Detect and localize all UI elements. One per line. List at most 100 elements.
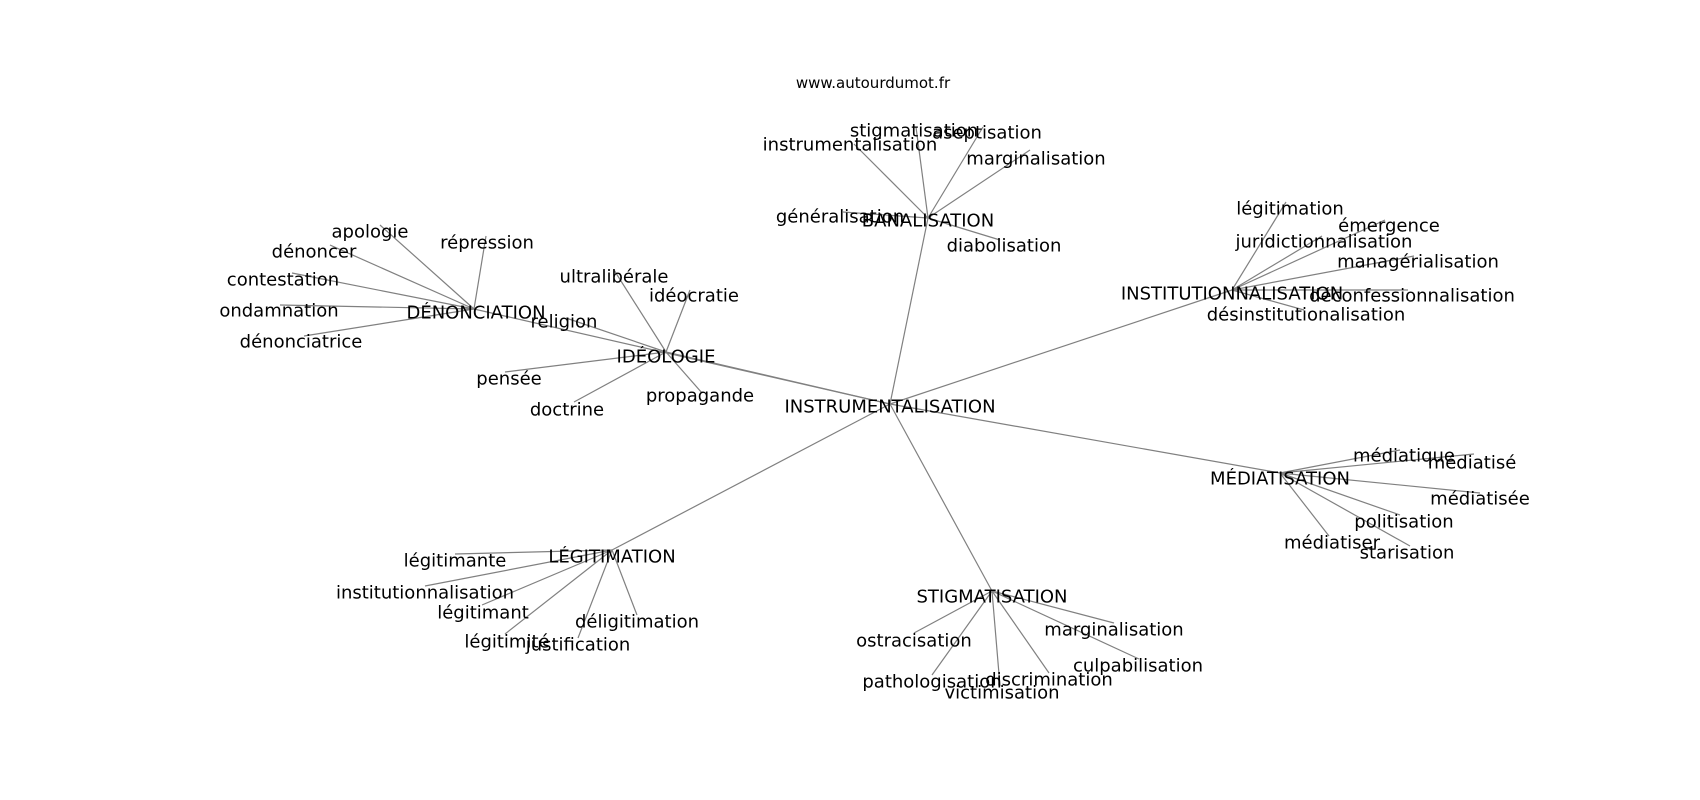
edge-stigmatisation-discrimination [991,590,1050,674]
hub-node-ideologie: IDÉOLOGIE [617,346,716,368]
edge-center-stigmatisation [889,403,993,592]
leaf-node-ideologie-ultraliberale: ultralibérale [560,267,669,288]
leaf-node-banalisation-aseptisation: aseptisation [932,123,1042,144]
edge-mediatisation-mediatique [1279,449,1401,474]
leaf-node-ideologie-ideocratie: idéocratie [649,286,739,307]
hub-node-mediatisation: MÉDIATISATION [1210,468,1350,490]
leaf-node-institutionnalisation-legitimation: légitimation [1236,199,1344,220]
leaf-node-legitimation-institutionnalisation: institutionnalisation [336,583,514,604]
leaf-node-legitimation-legitimant: légitimant [437,603,529,624]
edge-banalisation-stigmatisation [915,126,929,219]
edge-ideologie-religion [565,317,667,353]
edge-mediatisation-starisation [1279,472,1411,547]
leaf-node-banalisation-stigmatisation: stigmatisation [850,121,978,142]
leaf-node-denonciation-ondamnation: ondamnation [219,301,338,322]
hub-node-institutionnalisation: INSTITUTIONNALISATION [1121,284,1343,305]
center-node-label: INSTRUMENTALISATION [784,397,995,418]
leaf-node-institutionnalisation-managerialisation: managérialisation [1337,252,1499,273]
edge-center-institutionnalisation [889,289,1233,405]
leaf-node-mediatisation-politisation: politisation [1354,512,1453,533]
edge-ideologie-ultraliberale [613,269,667,353]
edge-legitimation-institutionnalisation [424,549,613,587]
edge-ideologie-ideocratie [665,289,691,353]
leaf-node-stigmatisation-culpabilisation: culpabilisation [1073,656,1203,677]
leaf-node-legitimation-legitimante: légitimante [404,551,507,572]
leaf-node-legitimation-legitimite: légitimité [464,632,549,653]
edge-denonciation-denoncer [329,244,475,310]
edge-center-legitimation [611,403,891,551]
edge-institutionnalisation-managerialisation [1231,255,1415,291]
leaf-node-banalisation-generalisation: généralisation [776,207,904,228]
edge-stigmatisation-victimisation [991,590,1001,687]
leaf-node-mediatisation-mediatisee: médiatisée [1430,489,1530,510]
hub-node-banalisation: BANALISATION [862,211,994,232]
hub-node-legitimation: LÉGITIMATION [548,546,675,568]
edge-banalisation-instrumentalisation [853,143,929,219]
edge-banalisation-aseptisation [927,126,984,219]
edge-mediatisation-politisation [1279,472,1401,516]
edge-institutionnalisation-legitimation [1231,201,1287,291]
leaf-node-institutionnalisation-desinstitutionalisation: désinstitutionalisation [1207,305,1406,326]
leaf-node-stigmatisation-discrimination: discrimination [985,670,1113,691]
edge-denonciation-repression [473,235,487,310]
leaf-node-stigmatisation-pathologisation: pathologisation [862,672,1001,693]
edge-center-banalisation [889,217,929,405]
leaf-node-mediatisation-mediatise: médiatisé [1428,453,1517,474]
hub-node-stigmatisation: STIGMATISATION [916,587,1067,608]
edge-stigmatisation-marginalisation [991,590,1115,624]
leaf-node-institutionnalisation-emergence: émergence [1338,216,1440,237]
edge-stigmatisation-culpabilisation [991,590,1140,660]
edge-denonciation-contestation [291,272,475,310]
leaf-node-ideologie-propagande: propagande [646,386,754,407]
edge-denonciation-apologie [379,224,475,310]
edge-ideologie-propagande [665,351,703,394]
leaf-node-stigmatisation-ostracisation: ostracisation [856,631,972,652]
source-credit: www.autourdumot.fr [796,74,951,92]
leaf-node-mediatisation-starisation: starisation [1360,543,1455,564]
leaf-node-ideologie-pensee: pensée [476,369,541,390]
edge-center-mediatisation [889,403,1281,474]
leaf-node-denonciation-denoncer: dénoncer [272,242,357,263]
leaf-node-legitimation-deligitimation: déligitimation [575,612,699,633]
leaf-node-banalisation-marginalisation: marginalisation [966,149,1105,170]
edge-denonciation-ondamnation [279,304,475,310]
leaf-node-institutionnalisation-deconfessionnalisation: déconfessionnalisation [1309,286,1515,307]
leaf-node-denonciation-denonciatrice: dénonciatrice [240,332,363,353]
leaf-node-banalisation-diabolisation: diabolisation [947,236,1062,257]
edge-center-denonciation [473,308,891,405]
edge-legitimation-legitimite [504,549,613,635]
edge-banalisation-diabolisation [927,217,1001,241]
leaf-node-legitimation-justification: justification [525,635,631,656]
edge-banalisation-generalisation [842,211,929,219]
leaf-node-denonciation-repression: répression [440,233,534,254]
edge-ideologie-doctrine [573,351,667,403]
leaf-node-stigmatisation-marginalisation: marginalisation [1044,620,1183,641]
edge-institutionnalisation-emergence [1231,219,1386,291]
edge-mediatisation-mediatisee [1279,472,1481,494]
edge-ideologie-pensee [504,351,667,373]
edge-institutionnalisation-desinstitutionalisation [1231,289,1305,311]
edge-legitimation-justification [577,549,613,639]
leaf-node-banalisation-instrumentalisation: instrumentalisation [763,135,938,156]
leaf-node-mediatisation-mediatique: médiatique [1353,446,1455,467]
leaf-node-denonciation-apologie: apologie [332,222,409,243]
edge-legitimation-deligitimation [611,549,638,616]
leaf-node-ideologie-doctrine: doctrine [530,400,604,421]
leaf-node-denonciation-contestation: contestation [227,270,339,291]
edge-denonciation-denonciatrice [303,308,475,337]
edge-layer [279,126,1481,687]
leaf-node-stigmatisation-victimisation: victimisation [944,683,1059,704]
leaf-node-institutionnalisation-juridictionnalisation: juridictionnalisation [1235,232,1413,253]
edge-stigmatisation-ostracisation [913,590,993,634]
hub-node-denonciation: DÉNONCIATION [406,302,545,324]
leaf-node-mediatisation-mediatiser: médiatiser [1284,533,1381,554]
edge-mediatisation-mediatise [1279,453,1475,474]
edge-stigmatisation-pathologisation [931,590,993,676]
edge-institutionnalisation-juridictionnalisation [1231,235,1323,291]
edge-mediatisation-mediatiser [1279,472,1330,537]
label-layer: INSTRUMENTALISATION BANALISATION stigmatis… [219,121,1530,704]
edge-banalisation-marginalisation [927,149,1031,219]
edge-legitimation-legitimante [454,549,613,555]
leaf-node-ideologie-religion: religion [531,312,598,333]
